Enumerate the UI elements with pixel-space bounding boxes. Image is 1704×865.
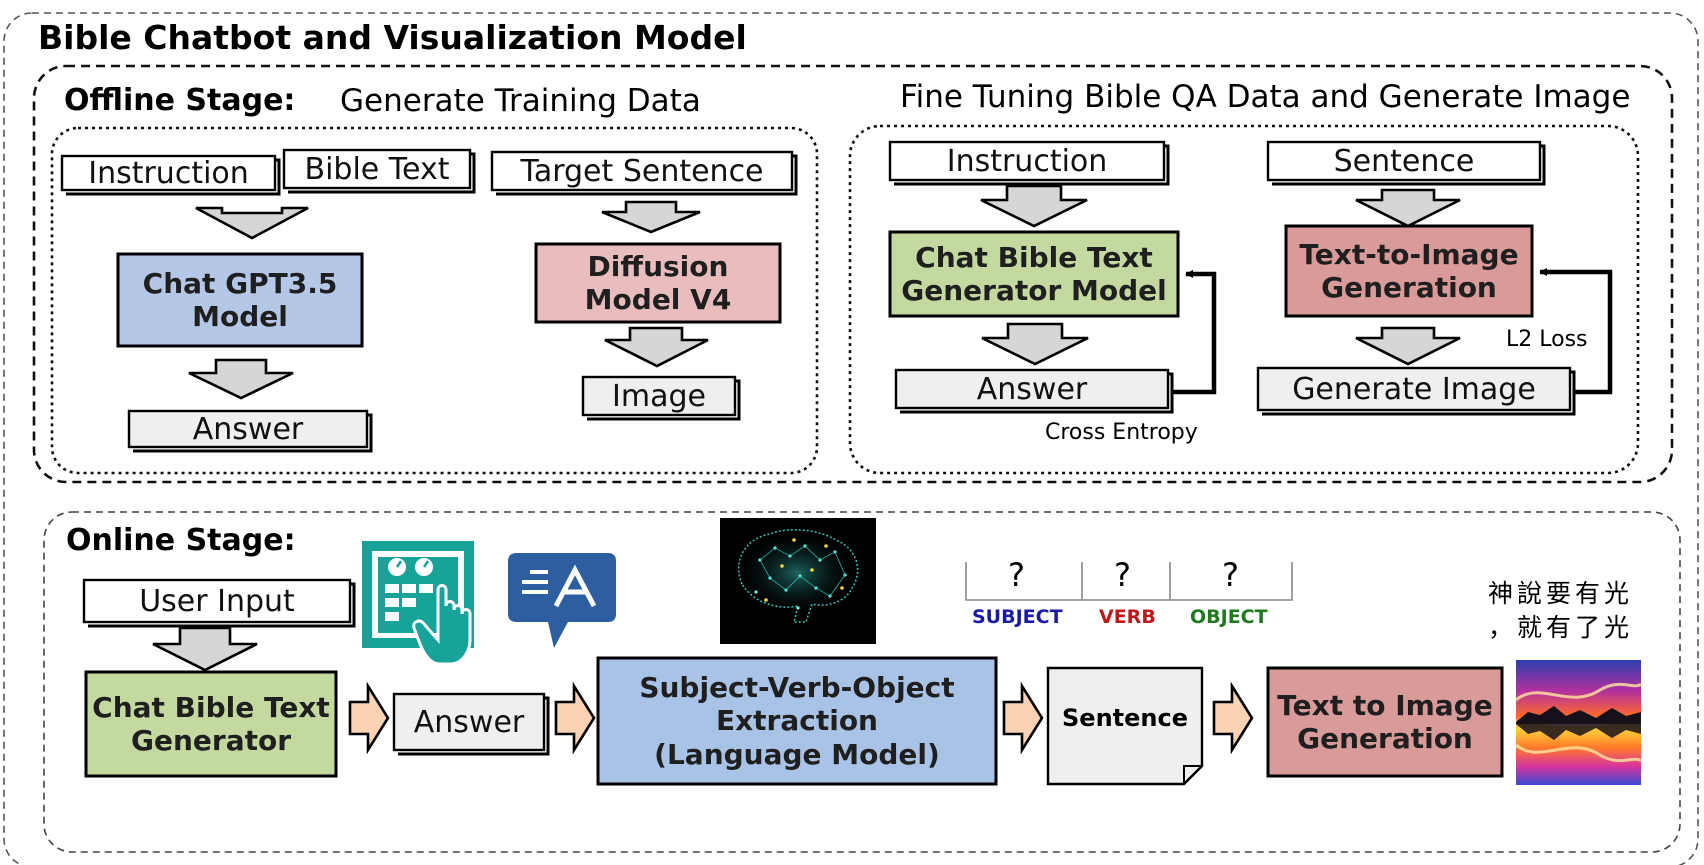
down-arrow-1 [195,206,309,240]
translate-bubble-icon [508,553,616,648]
form-touch-icon [362,541,474,666]
instruction-tag-gen [60,154,281,196]
l2-loss-label: L2 Loss [1506,327,1588,352]
svo-slot-table [965,562,1293,601]
target-sentence-label: Target Sentence [520,153,764,189]
answer-tag-online [392,692,550,756]
down-arrow-3 [188,358,294,400]
online-stage-frame [43,511,1681,853]
sentence-doc-online [1046,666,1204,786]
down-arrow-7 [981,322,1089,366]
generate-data-frame [50,126,819,475]
finetune-heading: Fine Tuning Bible QA Data and Generate I… [900,79,1631,115]
diffusion-model-label: Diffusion Model V4 [584,249,732,316]
instruction-label-gen: Instruction [88,155,249,191]
user-input-label: User Input [139,583,295,619]
down-arrow-2 [601,200,701,234]
cross-entropy-label: Cross Entropy [1045,420,1198,445]
brain-network-image [720,518,876,644]
offline-stage-label: Offline Stage: [64,83,296,118]
online-text-to-image-box [1266,666,1504,778]
generate-image-label: Generate Image [1292,371,1536,407]
chatgpt-model-box [116,252,364,348]
answer-label-online: Answer [413,704,525,740]
cross-entropy-feedback-arrow [1172,270,1217,395]
page-title: Bible Chatbot and Visualization Model [38,18,747,57]
bible-text-label: Bible Text [304,151,450,187]
finetune-frame [848,124,1640,475]
text-generator-model-box [888,230,1180,318]
diffusion-model-box [534,242,782,324]
sentence-tag-ft [1266,140,1546,186]
down-arrow-6 [1355,188,1461,228]
down-arrow-4 [604,326,709,368]
generate-training-data-heading: Generate Training Data [340,83,701,119]
down-arrow-5 [980,184,1088,228]
svo-extraction-label: Subject-Verb-Object Extraction (Language… [639,671,955,771]
svo-role-object: OBJECT [1190,606,1268,628]
bible-text-tag [282,148,476,194]
online-text-generator-label: Chat Bible Text Generator [92,690,330,757]
target-sentence-tag [490,150,798,196]
svo-slot-mark: ? [1222,556,1239,594]
answer-label-gen: Answer [192,411,304,447]
instruction-label-ft: Instruction [946,143,1108,179]
svo-slot-mark: ? [1114,556,1131,594]
peach-arrow-1 [348,681,390,755]
peach-arrow-2 [554,681,596,755]
offline-stage-frame [32,64,1674,484]
chatgpt-model-label: Chat GPT3.5 Model [142,266,338,333]
svo-slot-mark: ? [1008,556,1025,594]
instruction-tag-ft [888,140,1170,186]
online-stage-label: Online Stage: [66,523,296,558]
outer-frame [3,12,1699,865]
text-to-image-label-ft: Text-to-Image Generation [1299,237,1519,304]
image-tag-gen [581,375,741,421]
down-arrow-9 [152,626,258,672]
chinese-caption-line2: ，就有了光 [1488,613,1634,642]
answer-tag-gen [127,409,373,453]
peach-arrow-3 [1002,681,1044,755]
text-generator-model-label: Chat Bible Text Generator Model [901,240,1167,307]
sunset-reflection-image [1515,660,1643,785]
down-arrow-8 [1355,326,1461,366]
chinese-caption-line1: 神說要有光 [1488,579,1634,608]
online-text-generator-box [84,670,338,778]
text-to-image-box-ft [1284,224,1534,318]
sentence-label-ft: Sentence [1333,143,1475,179]
sentence-label-online: Sentence [1062,703,1188,732]
svo-role-subject: SUBJECT [972,606,1063,628]
user-input-tag [82,578,356,628]
image-label-gen: Image [612,378,706,414]
svo-role-verb: VERB [1099,606,1156,628]
answer-label-ft: Answer [976,371,1088,407]
peach-arrow-4 [1212,681,1254,755]
svo-extraction-box [596,656,998,786]
l2-loss-feedback-arrow [1539,268,1613,395]
online-text-to-image-label: Text to Image Generation [1277,688,1493,755]
